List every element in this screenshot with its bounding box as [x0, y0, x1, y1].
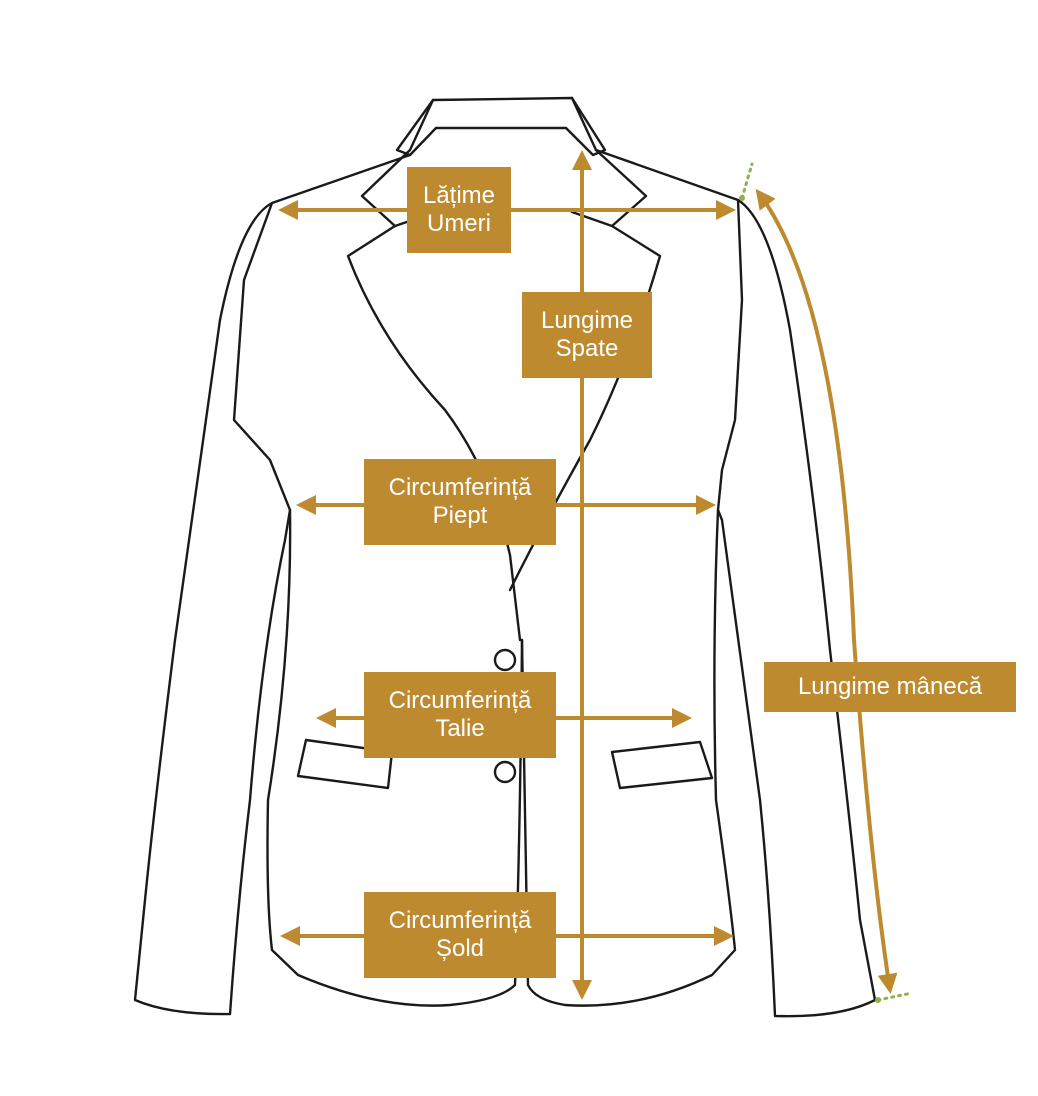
- sleeve-length-label: Lungime mânecă: [764, 662, 1016, 712]
- shoulder-width-label: Lățime Umeri: [407, 167, 511, 253]
- measurement-arrows: [278, 150, 898, 1000]
- left-pocket: [296, 738, 394, 790]
- sleeve-top-dot: [739, 195, 745, 201]
- shoulder-width-label-line2: Umeri: [427, 210, 491, 237]
- hip-label: Circumferință Șold: [364, 892, 556, 978]
- right-body: [520, 148, 744, 1007]
- hip-label-line2: Șold: [435, 935, 485, 962]
- sleeve-length-arrow: [755, 188, 898, 994]
- hip-label-line1: Circumferință: [388, 907, 532, 934]
- right-pocket: [610, 740, 714, 790]
- waist-label-line2: Talie: [435, 715, 485, 742]
- lapel-notch-right: [570, 210, 614, 228]
- back-length-label-line1: Lungime: [540, 307, 634, 334]
- collar-band: [395, 96, 607, 157]
- back-length-label-line2: Spate: [555, 335, 619, 362]
- left-sleeve: [133, 201, 292, 1016]
- waist-label-line1: Circumferință: [388, 687, 532, 714]
- chest-label: Circumferință Piept: [364, 459, 556, 545]
- sleeve-guide-dots: [740, 162, 914, 1002]
- sleeve-bottom-dot: [875, 997, 881, 1003]
- button-top: [493, 648, 517, 672]
- button-bottom: [493, 760, 517, 784]
- back-length-label: Lungime Spate: [522, 292, 652, 378]
- sleeve-length-label-line1: Lungime mânecă: [797, 673, 983, 700]
- shoulder-width-label-line1: Lățime: [422, 182, 496, 209]
- chest-label-line1: Circumferință: [388, 474, 532, 501]
- chest-label-line2: Piept: [432, 502, 488, 529]
- waist-label: Circumferință Talie: [364, 672, 556, 758]
